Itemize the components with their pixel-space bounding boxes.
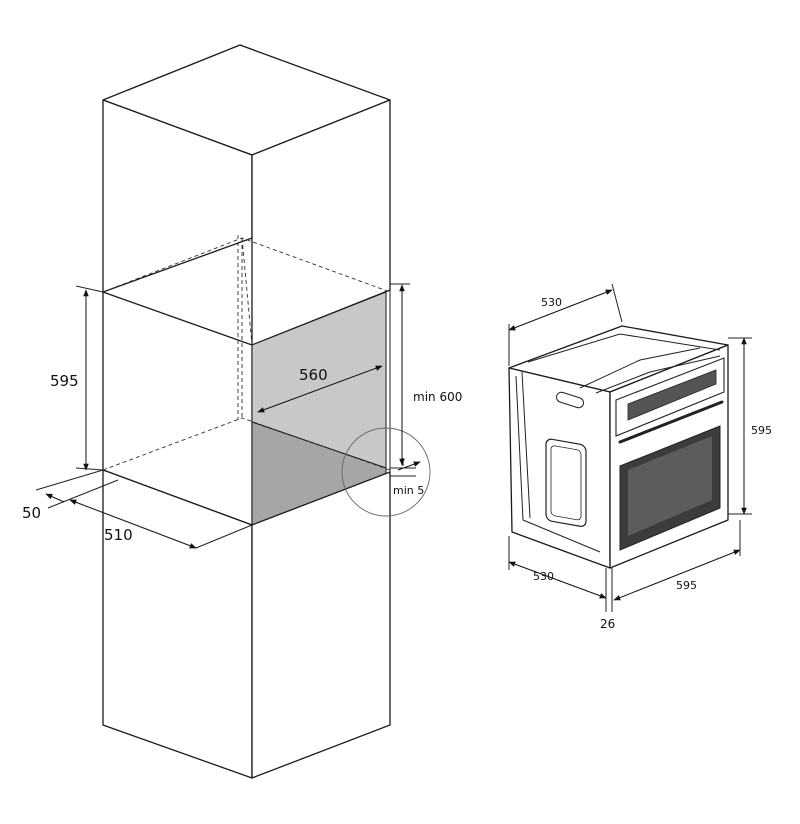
cabinet-lower-front-face: [251, 471, 391, 779]
oven-display-window: [627, 369, 717, 421]
detail-circle: [341, 427, 431, 517]
oven-dimensions: 530 595 530 595 26: [508, 283, 772, 631]
oven-width-label: 595: [676, 579, 697, 592]
oven-side-handle: [555, 391, 585, 409]
front-offset-label: 50: [22, 504, 41, 522]
oven-height-label: 595: [751, 424, 772, 437]
oven-door-handle: [618, 400, 724, 444]
oven-drawing: [508, 325, 729, 569]
cabinet-dimensions: 595 560 min 600 min 5 50 510: [22, 283, 462, 549]
min-gap-label: min 5: [393, 484, 424, 497]
cabinet-lower-left-face: [102, 469, 253, 779]
niche-height-label: 595: [50, 372, 79, 390]
oven-bottom-depth-label: 530: [533, 570, 554, 583]
oven-front-thickness-label: 26: [600, 617, 615, 631]
niche-hidden-edges: [102, 235, 391, 471]
cabinet-drawing: [102, 44, 431, 779]
oven-side-window: [545, 438, 587, 527]
niche-depth-label: 510: [104, 526, 133, 544]
oven-top-depth-label: 530: [541, 296, 562, 309]
min-height-label: min 600: [413, 390, 462, 404]
niche-width-label: 560: [299, 366, 328, 384]
